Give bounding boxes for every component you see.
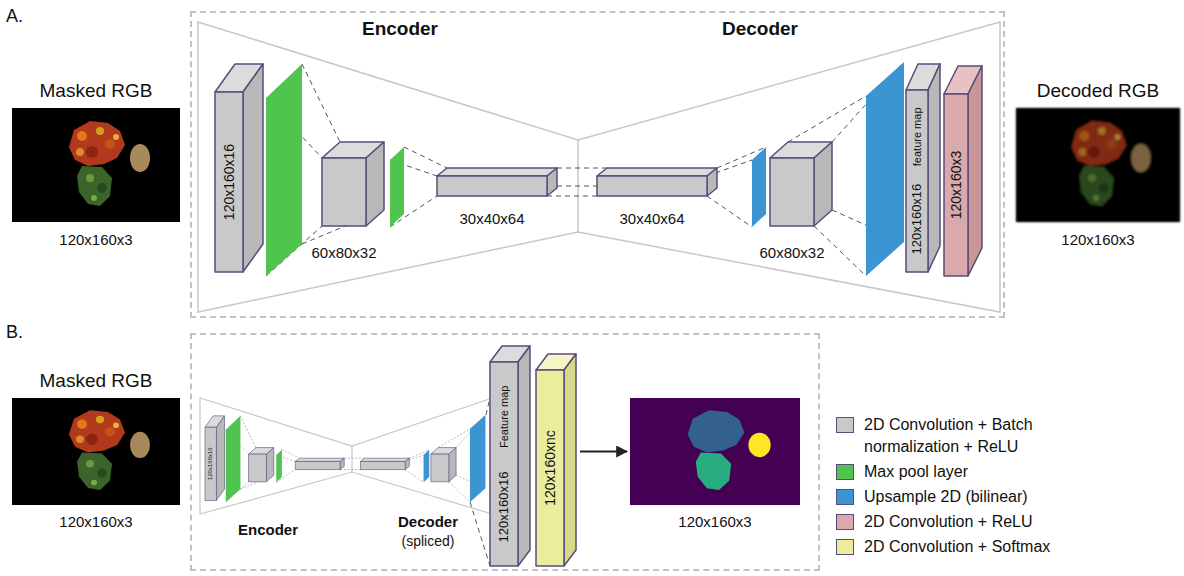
network-panel: EncoderDecoder(spliced)120x160x16Feature… <box>190 333 820 571</box>
funnel-outline <box>200 398 492 514</box>
legend-text: 2D Convolution + Softmax <box>864 536 1050 558</box>
masked-image <box>12 108 180 222</box>
decoded-shade <box>1016 108 1180 222</box>
network-panel: Encoder Decoder 120x160x16 60x80x32 30x40x64… <box>190 11 1005 318</box>
legend-swatch <box>836 417 854 433</box>
legend-row: 2D Convolution + Batch normalization + R… <box>836 414 1176 458</box>
conv-block: 120x160x16 <box>205 427 216 500</box>
conv-block: 60x80x32 <box>770 158 814 226</box>
panel-letter: A. <box>6 6 23 27</box>
dimension-label: 120x160x3 <box>948 151 964 220</box>
image-title: Masked RGB <box>40 370 153 392</box>
encoder-decoder-stack <box>215 62 904 276</box>
legend-text: Max pool layer <box>864 461 968 483</box>
legend-swatch <box>836 464 854 480</box>
panel-letter: B. <box>6 322 23 343</box>
decoded-content <box>1016 108 1180 222</box>
legend: 2D Convolution + Batch normalization + R… <box>836 414 1176 561</box>
output-conv-block: 120x160x3 <box>944 94 968 276</box>
panel-heading: Encoder <box>362 18 438 40</box>
funnel-shape <box>200 398 492 514</box>
segment-region <box>688 410 745 452</box>
head-blocks <box>490 346 576 566</box>
segmentation-image: 120x160x3 <box>630 398 800 505</box>
dimension-label: 120x160x3 <box>59 231 132 248</box>
conv-block: 30x40x64 <box>437 176 547 196</box>
image-title: Decoded RGB <box>1037 80 1160 102</box>
dimension-label: 120x160x16 <box>497 472 512 543</box>
segment-region <box>748 433 770 457</box>
legend-swatch <box>836 514 854 530</box>
decoded-image: Decoded RGB120x160x3 <box>1016 108 1180 222</box>
panel-heading: Decoder <box>398 513 458 530</box>
rotated-text-holder: 120x160x3 <box>944 94 968 276</box>
funnel-shape <box>198 22 1000 312</box>
dimension-label: 120x160x3 <box>1061 231 1134 248</box>
block-side <box>928 64 940 272</box>
legend-swatch <box>836 489 854 505</box>
legend-row: Upsample 2D (bilinear) <box>836 486 1176 508</box>
connector <box>557 186 597 187</box>
input-image: Masked RGB120x160x3 <box>12 108 180 222</box>
dimension-label: 60x80x32 <box>759 244 824 261</box>
block-front <box>536 370 564 566</box>
legend-text: Upsample 2D (bilinear) <box>864 486 1028 508</box>
segmentation-image <box>630 398 800 505</box>
legend-text: 2D Convolution + Batch normalization + R… <box>864 414 1079 458</box>
dimension-label: 120x160x16 <box>221 144 237 220</box>
block-title: Feature map <box>498 386 511 448</box>
conv-block: 30x40x64 <box>597 176 707 196</box>
dimension-label: 30x40x64 <box>459 210 524 227</box>
projection-line <box>470 502 490 566</box>
legend-row: Max pool layer <box>836 461 1176 483</box>
conv-block: 60x80x32 <box>322 158 366 226</box>
image-title: Masked RGB <box>40 80 153 102</box>
rotated-text-holder: 120x160x16 <box>215 92 243 272</box>
rotated-text-holder: 120x160x16 <box>205 427 216 500</box>
input-image: Masked RGB120x160x3 <box>12 398 180 505</box>
block-side <box>518 346 530 566</box>
funnel-divider <box>351 446 352 472</box>
dimension-label: 60x80x32 <box>311 244 376 261</box>
block-title: feature map <box>911 107 924 166</box>
block-front <box>944 94 968 276</box>
softmax-block: 120x160xnc <box>536 370 564 566</box>
panel-heading: Encoder <box>238 521 298 538</box>
dimension-label: 120x160xnc <box>542 430 558 506</box>
legend-row: 2D Convolution + Softmax <box>836 536 1176 558</box>
segmentation-ground <box>630 398 800 505</box>
legend-row: 2D Convolution + ReLU <box>836 511 1176 533</box>
block-front <box>906 90 928 272</box>
segment-region <box>696 452 731 490</box>
block-side <box>968 66 982 276</box>
feature-map-block: feature map 120x160x16 <box>906 90 928 272</box>
dimension-label: 120x160x16 <box>910 184 925 255</box>
dimension-label: 30x40x64 <box>619 210 684 227</box>
masked-image <box>12 398 180 505</box>
panel-note: (spliced) <box>402 533 455 549</box>
rotated-text-holder: Feature map 120x160x16 <box>490 362 518 566</box>
dimension-label: 120x160x3 <box>678 513 751 530</box>
legend-text: 2D Convolution + ReLU <box>864 511 1033 533</box>
rotated-text-holder: feature map 120x160x16 <box>906 90 928 272</box>
conv-block: 120x160x16 <box>215 92 243 272</box>
rotated-text-holder: 120x160xnc <box>536 370 564 566</box>
dimension-label: 120x160x16 <box>207 447 214 480</box>
feature-map-block: Feature map 120x160x16 <box>490 362 518 566</box>
decoded-image <box>1016 108 1180 222</box>
encoder-decoder-stack <box>205 415 485 502</box>
funnel-outline <box>198 22 1000 312</box>
dimension-label: 120x160x3 <box>59 513 132 530</box>
panel-heading: Decoder <box>722 18 798 40</box>
block-front <box>490 362 518 566</box>
output-blocks <box>906 64 982 276</box>
legend-swatch <box>836 539 854 555</box>
decoded-picture <box>1016 108 1180 222</box>
block-side <box>564 354 576 566</box>
connectors <box>557 186 627 452</box>
connector <box>580 451 627 453</box>
